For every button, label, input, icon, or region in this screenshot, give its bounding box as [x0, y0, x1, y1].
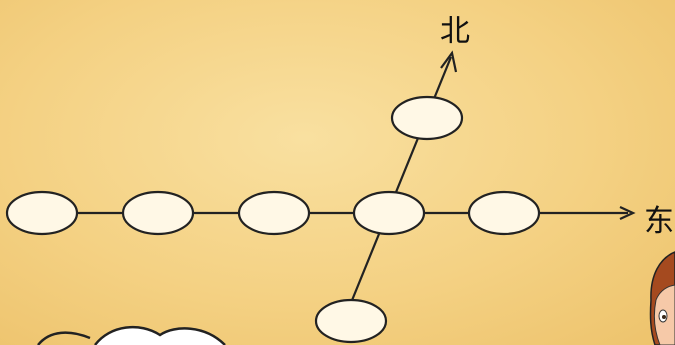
node-south [314, 298, 388, 344]
node-east-1 [467, 190, 541, 236]
east-arrow-icon [619, 206, 636, 220]
node-west-3 [5, 190, 79, 236]
north-arrow-icon [440, 50, 458, 73]
node-west-2 [121, 190, 195, 236]
node-north [390, 95, 464, 141]
node-west-1 [237, 190, 311, 236]
node-center [352, 190, 426, 236]
child-figure [649, 251, 675, 345]
north-label: 北 [440, 14, 470, 49]
speech-bubble [37, 325, 226, 345]
east-label: 东 [644, 204, 674, 239]
